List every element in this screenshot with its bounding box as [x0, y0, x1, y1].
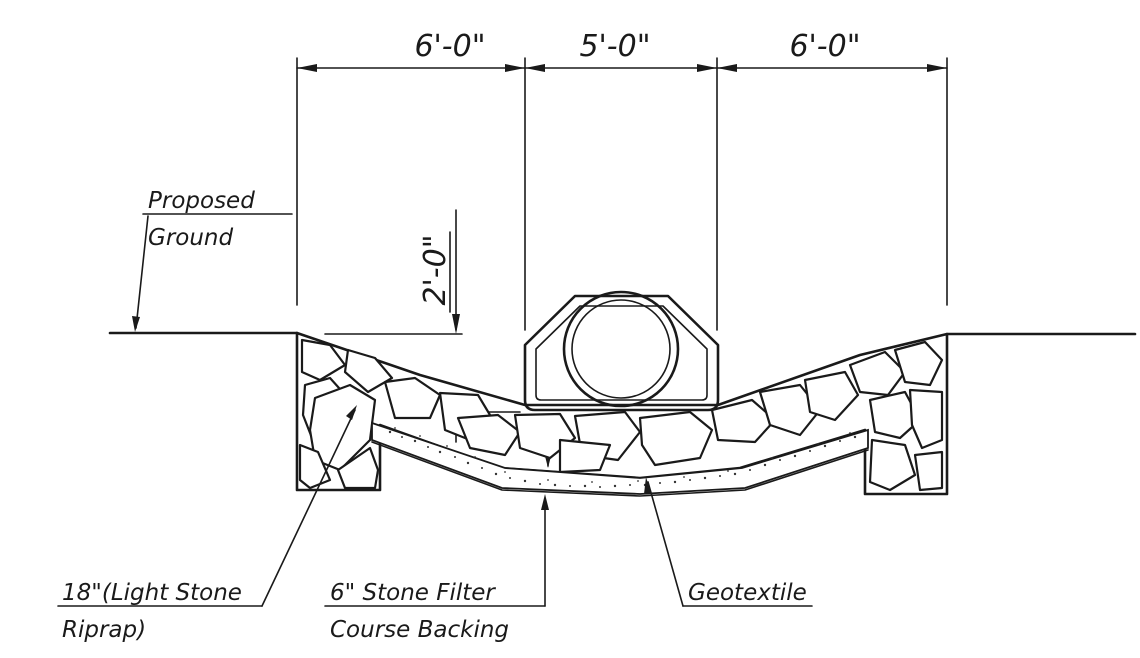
geotextile-label: Geotextile: [688, 580, 807, 606]
pipe-inner: [571, 299, 671, 399]
stone: [848, 350, 907, 397]
stone: [456, 413, 522, 457]
dim-depth: 2'-0": [418, 234, 453, 305]
leader-arrow: [644, 477, 651, 494]
leader-arrow: [346, 405, 357, 420]
proposed-ground: [108, 331, 1137, 336]
pipe-headwall: [523, 290, 720, 412]
leader-arrow: [132, 316, 140, 332]
filter-label-line1: 6" Stone Filter: [330, 580, 496, 606]
stone: [308, 383, 377, 472]
headwall-outer: [523, 294, 720, 412]
dim-arrow: [717, 64, 737, 72]
stone: [758, 383, 822, 437]
dim-arrow: [505, 64, 525, 72]
dim-arrow: [927, 64, 947, 72]
filter-label-line2: Course Backing: [330, 617, 509, 643]
stone: [383, 376, 442, 420]
stone: [300, 338, 347, 382]
proposed-ground-label-line1: Proposed: [148, 188, 255, 214]
stone: [803, 370, 860, 422]
dim-arrow: [452, 314, 460, 334]
riprap-leader: [261, 409, 356, 607]
dim-arrow: [297, 64, 317, 72]
stone: [868, 438, 917, 492]
stone: [343, 348, 394, 394]
riprap-body: [295, 331, 949, 496]
leader-arrow: [541, 494, 549, 510]
filter-layer: [371, 421, 869, 495]
dim-center-width: 5'-0": [579, 29, 650, 64]
stone: [913, 450, 944, 492]
headwall-inner: [535, 305, 708, 401]
stone: [868, 390, 922, 440]
stone: [908, 388, 944, 450]
stone-filter-course: [371, 421, 869, 497]
dim-left-width: 6'-0": [414, 29, 485, 64]
proposed-ground-leader: [135, 215, 149, 329]
stone: [893, 340, 944, 387]
stone: [710, 398, 777, 444]
stone: [558, 438, 612, 474]
pipe-outer: [562, 290, 680, 408]
geotextile-leader: [647, 481, 684, 607]
stone: [336, 446, 380, 490]
filter-stipple: [388, 427, 857, 488]
dim-right-width: 6'-0": [789, 29, 860, 64]
riprap-label-line1: 18"(Light Stone: [62, 580, 242, 606]
riprap-label-line2: Riprap): [62, 617, 146, 643]
geotextile-line: [371, 441, 869, 497]
annotations: Proposed Ground 18"(Light Stone Riprap) …: [57, 188, 813, 643]
stone: [638, 410, 714, 467]
dim-arrow: [697, 64, 717, 72]
dim-arrow: [525, 64, 545, 72]
proposed-ground-label-line2: Ground: [148, 225, 234, 251]
dimension-lines: 6'-0" 5'-0" 6'-0" 2'-0": [296, 29, 948, 468]
